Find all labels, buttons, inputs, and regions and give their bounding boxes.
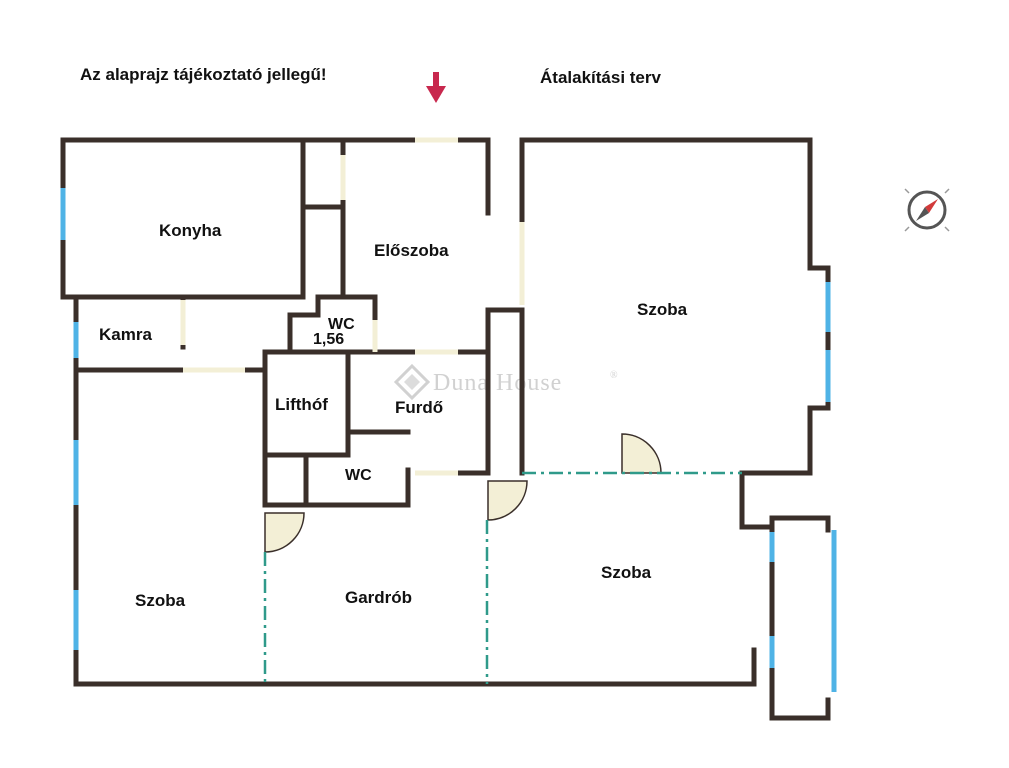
walls — [60, 137, 831, 721]
door-swing-szoba-east — [621, 433, 662, 474]
door-swings — [264, 433, 662, 553]
disclaimer-text: Az alaprajz tájékoztató jellegű! — [80, 65, 327, 84]
room-label-szoba-west: Szoba — [135, 591, 186, 610]
room-label-eloszoba: Előszoba — [374, 241, 449, 260]
room-label-szoba-east: Szoba — [637, 300, 688, 319]
arrow-down-icon — [426, 72, 446, 103]
room-label-wc-lower: WC — [345, 467, 372, 484]
room-label-wc-upper: WC — [328, 316, 355, 333]
room-label-kamra: Kamra — [99, 325, 152, 344]
compass-icon — [904, 188, 950, 232]
room-label-konyha: Konyha — [159, 221, 222, 240]
room-label-szoba-south: Szoba — [601, 563, 652, 582]
room-area-wc-upper: 1,56 — [313, 331, 344, 348]
plan-title: Átalakítási terv — [540, 68, 661, 87]
door-openings — [180, 137, 525, 476]
watermark-registered: ® — [610, 370, 619, 381]
room-label-lifthof: Lifthóf — [275, 395, 328, 414]
room-label-furdo: Furdő — [395, 398, 443, 417]
door-swing-szoba-south — [487, 480, 528, 521]
windows — [60, 188, 837, 692]
planned-partitions — [263, 471, 742, 684]
door-swing-gardrob — [264, 512, 305, 553]
watermark-text: Duna House — [433, 370, 562, 396]
watermark: Duna House ® — [393, 363, 619, 401]
room-label-gardrob: Gardrób — [345, 588, 412, 607]
